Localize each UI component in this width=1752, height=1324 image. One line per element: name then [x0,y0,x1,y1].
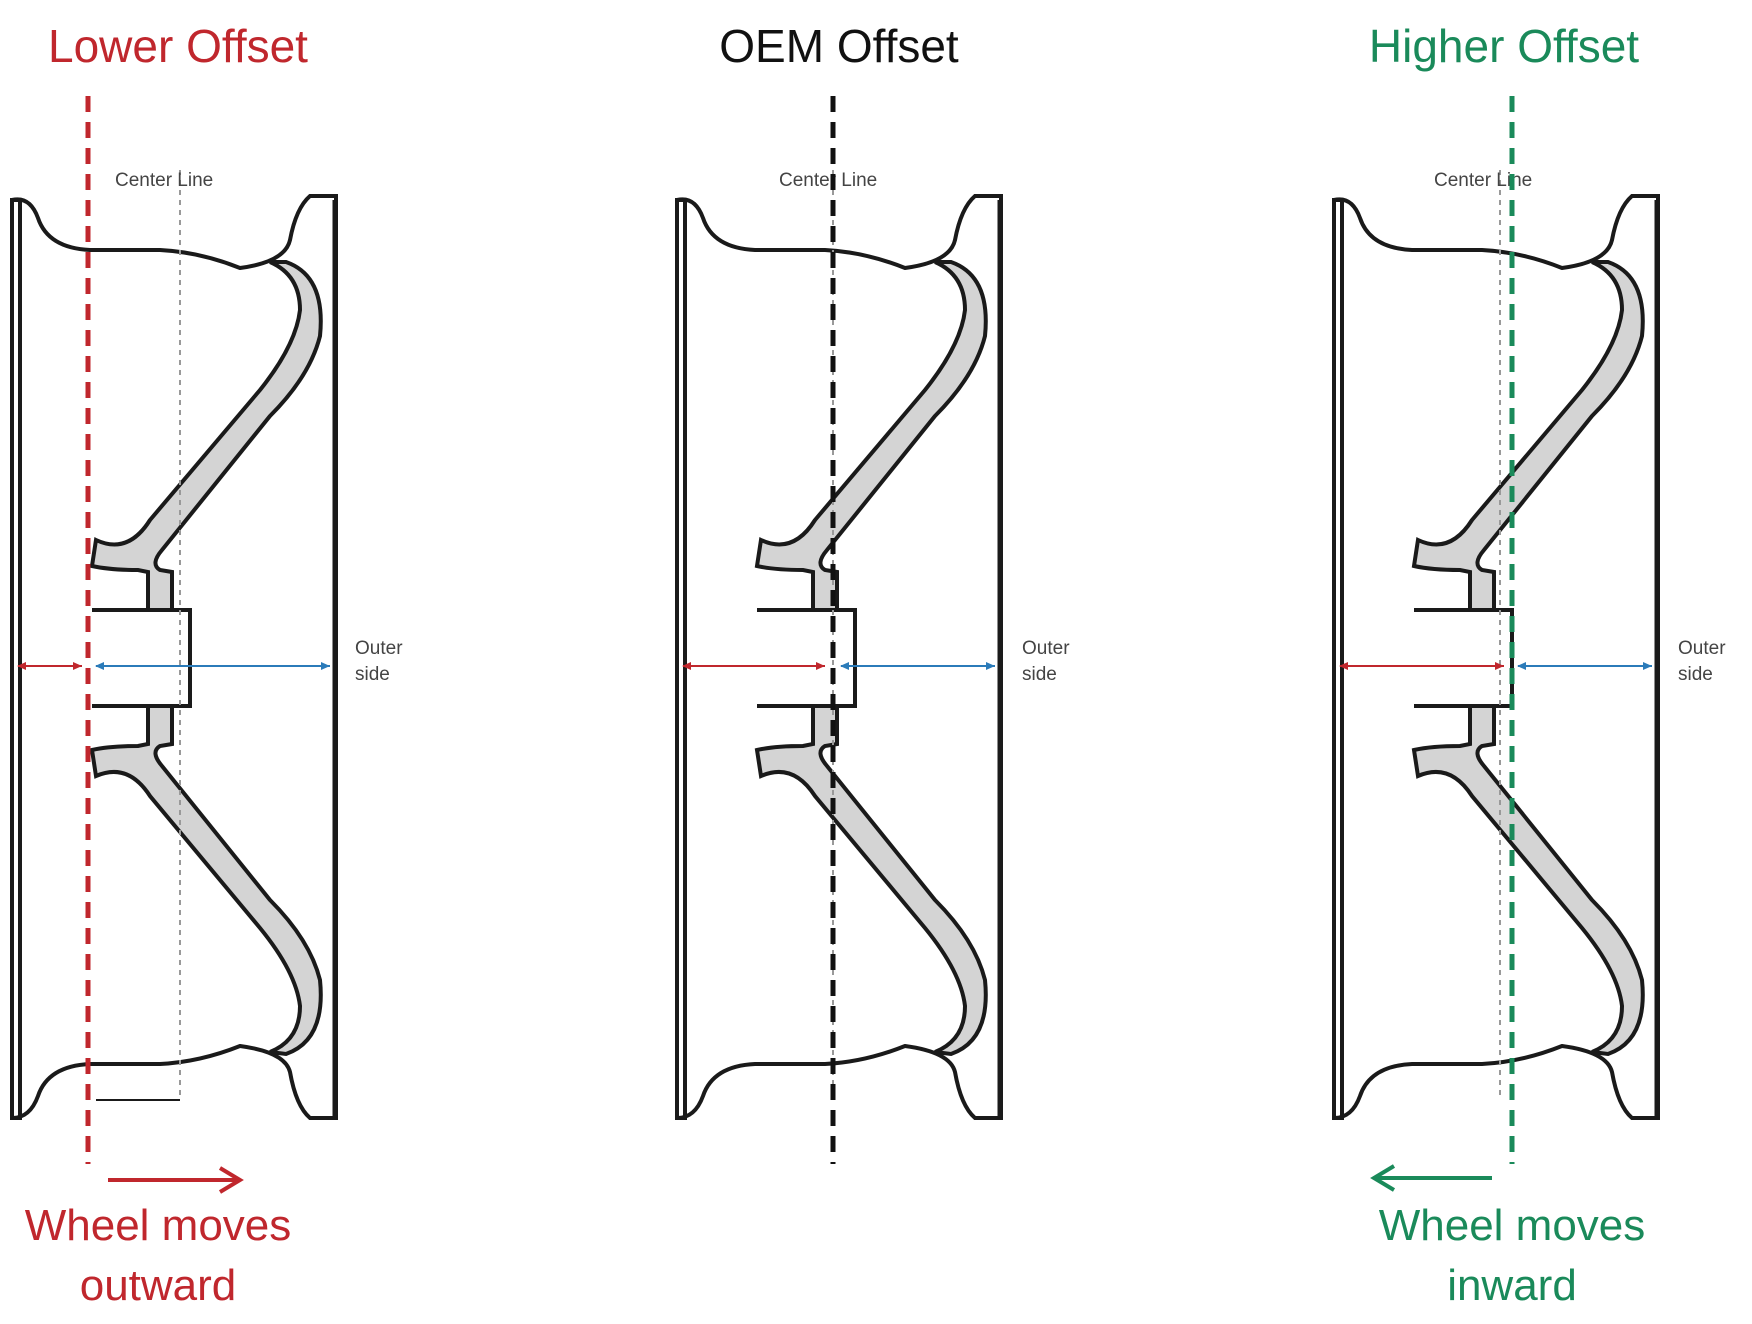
panel-higher-offset: Center Line Outer side Higher Offset Whe… [1332,20,1726,1310]
outer-side-label: side [355,664,390,685]
panel-title: Lower Offset [48,20,308,72]
center-line-label: Center Line [115,170,213,191]
center-line-label: Center Line [1434,170,1532,191]
wheel-cross-section [675,194,1003,1120]
outer-side-label: Outer [1678,638,1726,659]
panel-title: OEM Offset [719,20,959,72]
panel-oem-offset: Center Line Outer side OEM Offset [675,20,1070,1164]
outer-side-label: Outer [355,638,403,659]
wheel-cross-section [1332,194,1660,1120]
outer-side-label: side [1022,664,1057,685]
center-line-label: Center Line [779,170,877,191]
panel-title: Higher Offset [1369,20,1639,72]
caption-line-2: inward [1447,1261,1577,1310]
caption-line-1: Wheel moves [1379,1201,1646,1250]
caption-line-2: outward [80,1261,237,1310]
outer-side-label: side [1678,664,1713,685]
outer-side-label: Outer [1022,638,1070,659]
panel-lower-offset: Center Line Outer side Lower Offset Whee… [10,20,403,1310]
movement-arrow-head [1370,1164,1396,1192]
wheel-cross-section [10,194,338,1120]
caption-line-1: Wheel moves [25,1201,292,1250]
movement-arrow-head [218,1166,244,1194]
